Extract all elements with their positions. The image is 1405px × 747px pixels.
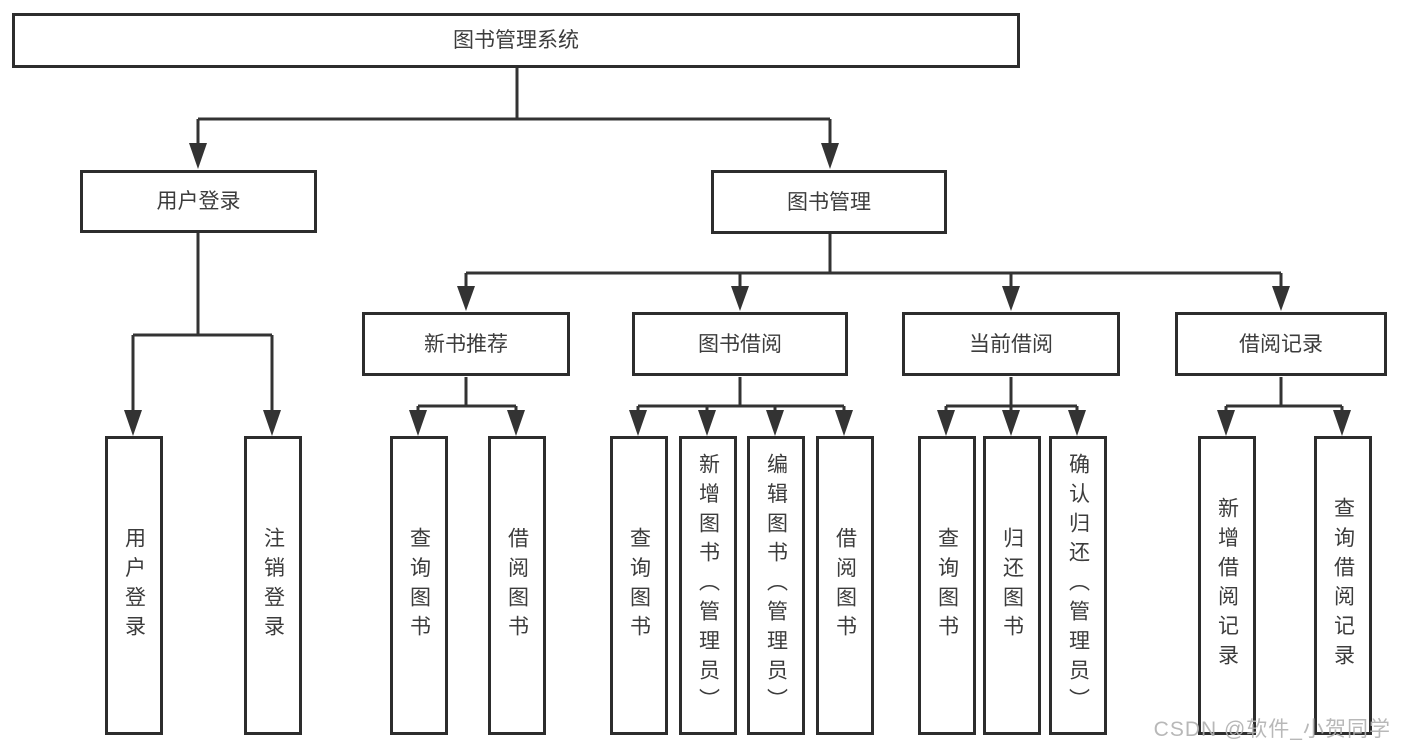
node-current-borrowing: 当前借阅 [902,312,1120,376]
node-label: 新增借阅记录 [1215,497,1239,674]
node-label: 借阅图书 [833,526,857,645]
node-label: 查询图书 [627,526,651,645]
node-label: 图书管理 [787,190,871,214]
node-label: 注销登录 [261,526,285,645]
leaf-confirm-return-admin: 确认归还（管理员） [1049,436,1107,735]
leaf-borrow-books-recommend: 借阅图书 [488,436,546,735]
csdn-watermark: CSDN @软件_小贺同学 [1153,718,1391,741]
node-label: 查询图书 [407,526,431,645]
node-book-borrowing: 图书借阅 [632,312,848,376]
leaf-query-books-current: 查询图书 [918,436,976,735]
leaf-borrow-books: 借阅图书 [816,436,874,735]
leaf-query-books-borrow: 查询图书 [610,436,668,735]
node-label: 确认归还（管理员） [1066,453,1090,718]
node-label: 当前借阅 [969,332,1053,356]
leaf-query-books-recommend: 查询图书 [390,436,448,735]
node-library-management-system: 图书管理系统 [12,13,1020,68]
node-book-management: 图书管理 [711,170,947,234]
node-label: 编辑图书（管理员） [764,453,788,718]
leaf-add-borrow-record: 新增借阅记录 [1198,436,1256,735]
node-label: 归还图书 [1000,526,1024,645]
node-label: 图书管理系统 [453,29,579,52]
leaf-query-borrow-record: 查询借阅记录 [1314,436,1372,735]
leaf-edit-books-admin: 编辑图书（管理员） [747,436,805,735]
leaf-return-books: 归还图书 [983,436,1041,735]
node-label: 查询图书 [935,526,959,645]
node-label: 用户登录 [122,526,146,645]
node-label: 借阅图书 [505,526,529,645]
node-label: 图书借阅 [698,332,782,356]
leaf-user-login: 用户登录 [105,436,163,735]
leaf-add-books-admin: 新增图书（管理员） [679,436,737,735]
node-borrowing-records: 借阅记录 [1175,312,1387,376]
node-label: 借阅记录 [1239,332,1323,356]
node-label: 新书推荐 [424,332,508,356]
node-label: 用户登录 [156,190,241,213]
leaf-logout: 注销登录 [244,436,302,735]
node-label: 查询借阅记录 [1331,497,1355,674]
node-new-book-recommendation: 新书推荐 [362,312,570,376]
node-label: 新增图书（管理员） [696,453,720,718]
node-user-login: 用户登录 [80,170,317,233]
